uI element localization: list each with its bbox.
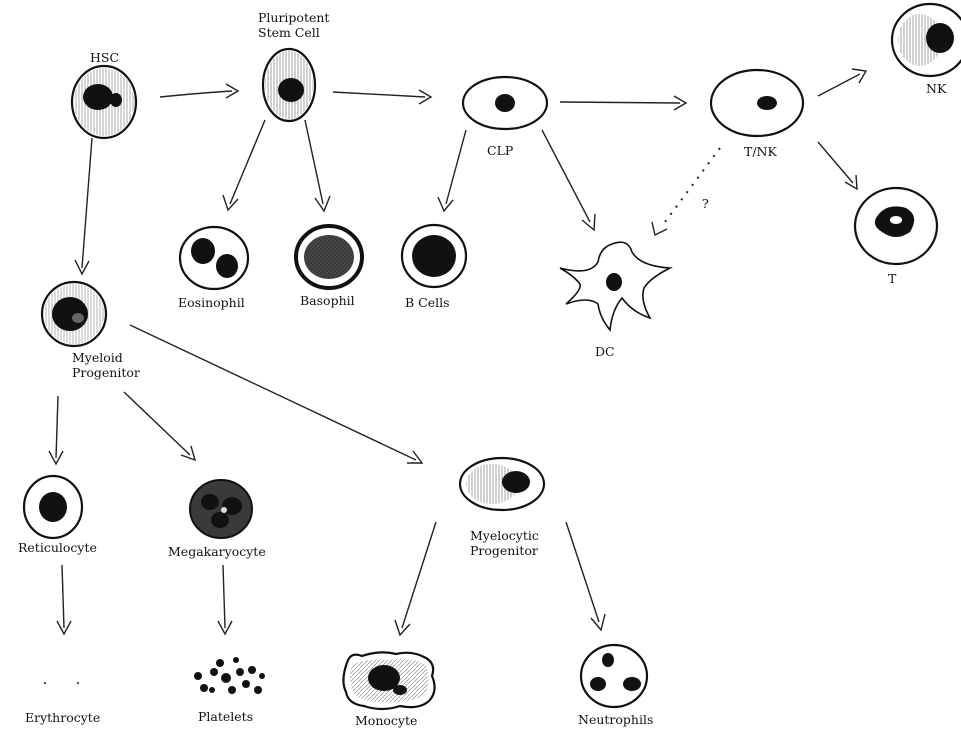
cell-nk — [890, 2, 961, 78]
label-myelocytic-line2: Progenitor — [470, 543, 538, 558]
arrow-pluripotent-to-basophil — [304, 119, 331, 213]
cell-myeloid-progenitor — [40, 280, 108, 348]
cell-reticulocyte — [22, 474, 84, 540]
arrow-megakaryocyte-to-platelets — [217, 564, 233, 636]
label-eosinophil: Eosinophil — [178, 295, 245, 310]
label-hsc: HSC — [90, 50, 119, 65]
label-megakaryocyte: Megakaryocyte — [168, 544, 266, 559]
cell-erythrocyte — [43, 681, 80, 685]
arrow-myeloid-to-reticulocyte — [48, 395, 64, 466]
label-monocyte: Monocyte — [355, 713, 417, 728]
label-neutrophils: Neutrophils — [578, 712, 653, 727]
cell-hsc — [70, 64, 138, 140]
arrow-pluripotent-to-clp — [332, 89, 433, 105]
cell-monocyte — [342, 651, 436, 711]
label-myeloid-line1: Myeloid — [72, 350, 123, 365]
arrow-reticulocyte-to-erythrocyte — [56, 564, 72, 636]
cell-dc — [559, 241, 673, 332]
label-nk: NK — [926, 81, 947, 96]
arrow-clp-to-dc — [541, 129, 596, 232]
label-pluripotent-line1: Pluripotent — [258, 10, 329, 25]
arrow-myelocytic-to-neutrophils — [565, 521, 606, 632]
cell-eosinophil — [178, 225, 250, 291]
cell-pluripotent — [261, 47, 317, 123]
cell-megakaryocyte — [189, 479, 253, 539]
cell-neutrophils — [579, 643, 649, 709]
label-myelocytic-line1: Myelocytic — [470, 528, 539, 543]
cell-clp — [461, 75, 549, 131]
arrow-tnk-to-nk — [817, 68, 868, 97]
arrow-tnk-to-dc-dotted — [651, 147, 721, 237]
arrow-pluripotent-to-eosinophil — [222, 119, 266, 212]
arrow-tnk-to-t — [817, 141, 858, 191]
arrows — [48, 68, 868, 637]
cell-myelocytic-progenitor — [458, 456, 546, 512]
cell-t — [853, 186, 939, 266]
label-dc: DC — [595, 344, 615, 359]
label-question-mark: ? — [702, 196, 709, 211]
label-erythrocyte: Erythrocyte — [25, 710, 100, 725]
cell-platelets — [194, 657, 265, 694]
label-reticulocyte: Reticulocyte — [18, 540, 97, 555]
label-bcells: B Cells — [405, 295, 450, 310]
label-t: T — [888, 271, 897, 286]
arrow-myeloid-to-myelocytic — [129, 324, 424, 464]
label-platelets: Platelets — [198, 709, 253, 724]
cell-tnk — [709, 68, 805, 138]
arrow-clp-to-tnk — [559, 95, 688, 111]
cell-bcells — [400, 223, 468, 289]
arrow-myelocytic-to-monocyte — [394, 521, 437, 637]
cell-basophil — [294, 224, 364, 290]
arrow-clp-to-bcells — [437, 129, 467, 213]
label-pluripotent-line2: Stem Cell — [258, 25, 320, 40]
label-myeloid-line2: Progenitor — [72, 365, 140, 380]
label-tnk: T/NK — [744, 144, 777, 159]
arrow-myeloid-to-megakaryocyte — [123, 391, 197, 462]
arrow-hsc-to-myeloid — [74, 137, 93, 276]
arrow-hsc-to-pluripotent — [159, 83, 240, 99]
label-clp: CLP — [487, 143, 513, 158]
label-basophil: Basophil — [300, 293, 355, 308]
